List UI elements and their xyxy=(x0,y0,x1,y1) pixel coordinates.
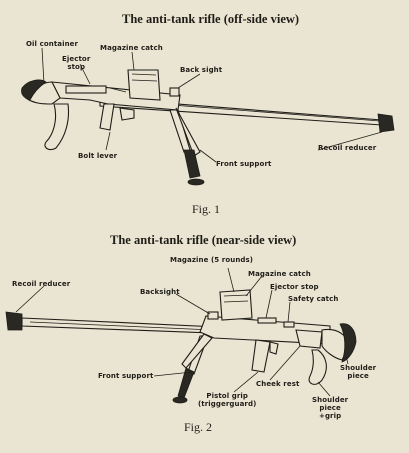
figure2-caption: Fig. 2 xyxy=(184,420,213,434)
label-shoulder-piece: Shoulder piece xyxy=(340,364,376,380)
label-ejector-stop-fig2: Ejector stop xyxy=(270,283,319,291)
label-pistol-grip: Pistol grip (triggerguard) xyxy=(198,392,256,408)
label-oil-container: Oil container xyxy=(26,40,79,48)
label-recoil-reducer-fig2: Recoil reducer xyxy=(12,280,71,288)
label-ejector-stop-line1: Ejector xyxy=(62,55,91,63)
label-shoulder-piece-line2: piece xyxy=(347,372,369,380)
label-magazine-fig2: Magazine (5 rounds) xyxy=(170,256,254,264)
label-pistol-grip-line2: (triggerguard) xyxy=(198,400,257,408)
label-cheek-rest: Cheek rest xyxy=(256,380,300,388)
label-back-sight-fig1: Back sight xyxy=(180,66,223,74)
label-front-support-fig1: Front support xyxy=(216,160,272,168)
label-shoulder-piece-grip-line1: Shoulder xyxy=(312,396,349,404)
label-magazine-catch-fig1: Magazine catch xyxy=(100,44,163,52)
label-front-support-fig2: Front support xyxy=(98,372,154,380)
label-shoulder-piece-line1: Shoulder xyxy=(340,364,377,372)
figure1-caption: Fig. 1 xyxy=(192,202,221,216)
label-shoulder-piece-grip: Shoulder piece +grip xyxy=(312,396,348,420)
label-shoulder-piece-grip-line3: +grip xyxy=(318,412,342,420)
label-recoil-reducer-fig1: Recoil reducer xyxy=(318,144,377,152)
label-magazine-catch-fig2: Magazine catch xyxy=(248,270,311,278)
label-safety-catch: Safety catch xyxy=(288,295,339,303)
label-bolt-lever: Bolt lever xyxy=(78,152,118,160)
label-ejector-stop-fig1: Ejector stop xyxy=(62,55,90,71)
figure1-title: The anti-tank rifle (off-side view) xyxy=(122,12,300,26)
label-pistol-grip-line1: Pistol grip xyxy=(206,392,249,400)
label-backsight-fig2: Backsight xyxy=(140,288,180,296)
label-ejector-stop-line2: stop xyxy=(67,63,86,71)
figure2-title: The anti-tank rifle (near-side view) xyxy=(110,233,297,247)
label-shoulder-piece-grip-line2: piece xyxy=(319,404,341,412)
